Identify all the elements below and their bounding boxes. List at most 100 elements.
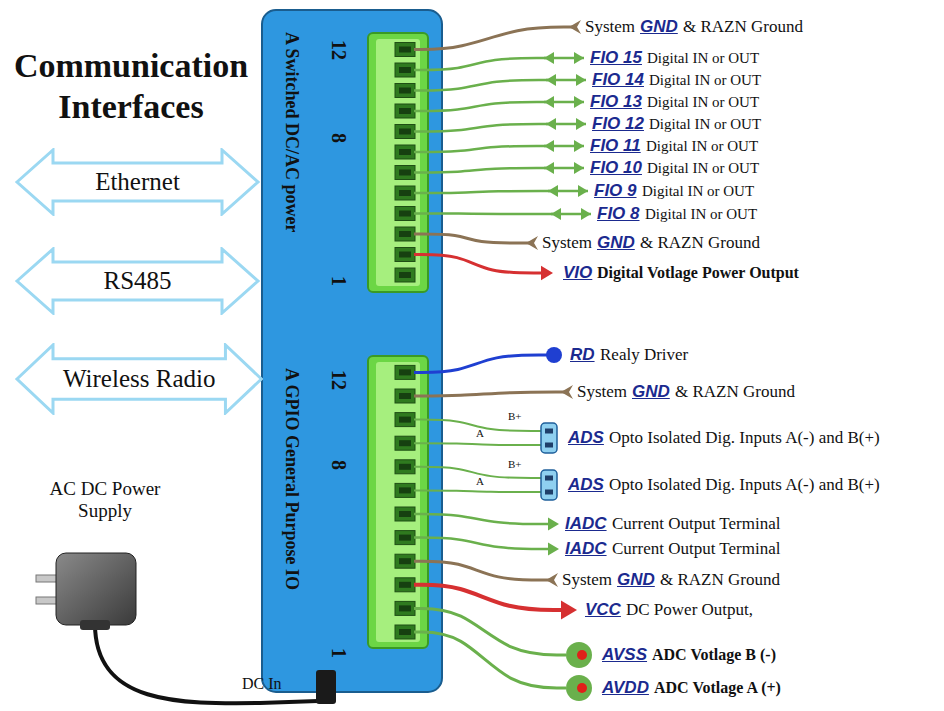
interface-label: Wireless Radio [63,365,215,393]
terminal-slot [399,47,411,53]
terminal-screw [395,43,415,57]
terminal-screw [395,227,415,241]
arrow-head [551,208,561,220]
pin-description: Digital IN or OUT [647,50,759,67]
terminal-slot [399,440,411,446]
ground-plug [546,573,558,587]
arrow-head [574,140,584,152]
terminal-screw [395,507,415,521]
signal-name: IADC [565,514,607,534]
terminal-slot [399,369,411,375]
pin-description: System [585,17,635,37]
terminal-slot [399,67,411,73]
terminal-heading: A Switched DC/AC power [281,32,302,233]
dc-cable [95,624,318,703]
wire [414,124,548,132]
interface-arrow: RS485 [15,247,260,315]
wire-tag: A [476,427,484,439]
wire-tag: B+ [508,458,522,470]
terminal-heading: 8 [327,133,350,143]
terminal-slot [399,190,411,196]
signal-name: VCC [585,600,621,620]
signal-name: RD [570,345,595,365]
terminal-slot [399,393,411,399]
wire [414,585,563,610]
interface-label: Ethernet [95,168,180,196]
pin-description: System [577,382,627,402]
pin-description: Digital IN or OUT [649,72,761,89]
connector-pin [545,476,553,481]
pin-description: System [562,570,612,590]
pin-description: & RAZN Ground [660,570,780,590]
terminal-heading: 12 [327,370,350,390]
terminal-screw [395,63,415,77]
signal-name: ADS [568,475,604,495]
terminal-slot [399,558,411,564]
pin-description: AC DC Power Supply [45,478,165,522]
opto-connector [541,470,557,500]
wire-tag: A [476,475,484,487]
pin-description: Digital IN or OUT [642,183,754,200]
ground-plug [526,236,538,250]
ground-plug [569,20,581,34]
terminal-slot [399,535,411,541]
terminal-screw [395,554,415,568]
arrow-head [544,140,554,152]
terminal-slot [399,129,411,135]
relay-dot [546,347,562,363]
terminal-screw [395,207,415,221]
signal-name: GND [597,233,635,253]
signal-name: ADS [568,428,604,448]
arrow-head [581,208,591,220]
signal-name: VIO [563,263,592,283]
adapter-body [56,553,136,625]
arrow-head [574,162,584,174]
arrow-head [541,266,553,280]
signal-name: FIO 10 [590,158,642,178]
connector-pin [545,429,553,434]
pin-description: Digital IN or OUT [646,138,758,155]
signal-name: FIO 11 [590,136,641,156]
terminal-screw [395,268,415,282]
terminal-heading: 1 [327,276,350,286]
pin-description: Digital IN or OUT [649,116,761,133]
pin-description: & RAZN Ground [640,233,760,253]
adc-probe-dot [577,650,587,660]
terminal-heading: 12 [327,40,350,60]
signal-name: GND [640,17,678,37]
double-arrow-outline [17,345,261,413]
signal-name: FIO 9 [594,181,637,201]
arrow-head [548,517,559,530]
terminal-slot [399,88,411,94]
wire [414,561,550,580]
pin-description: Digital IN or OUT [647,94,759,111]
wire [414,58,546,70]
adc-probe [566,675,592,701]
wire [414,255,543,274]
heading: Communication Interfaces [6,46,256,128]
arrow-head [561,600,577,619]
wire [414,27,573,50]
terminal-screw [395,413,415,427]
pin-description: Realy Driver [600,345,688,365]
wire [414,443,541,445]
terminal-screw [395,625,415,639]
arrow-head [574,52,584,64]
pin-description: & RAZN Ground [683,17,803,37]
terminal-slot [399,252,411,258]
wire-tag: B+ [508,410,522,422]
terminal-screw [395,436,415,450]
wire [414,80,548,91]
terminal-slot [399,170,411,176]
terminal-block-inner [376,362,420,642]
wire [414,102,546,111]
signal-name: IADC [565,539,607,559]
wire [414,632,566,688]
pin-description: System [542,233,592,253]
arrow-head [546,74,556,86]
terminal-slot [399,231,411,237]
arrow-head [544,162,554,174]
ground-plug [561,385,573,399]
arrow-head [548,542,559,555]
